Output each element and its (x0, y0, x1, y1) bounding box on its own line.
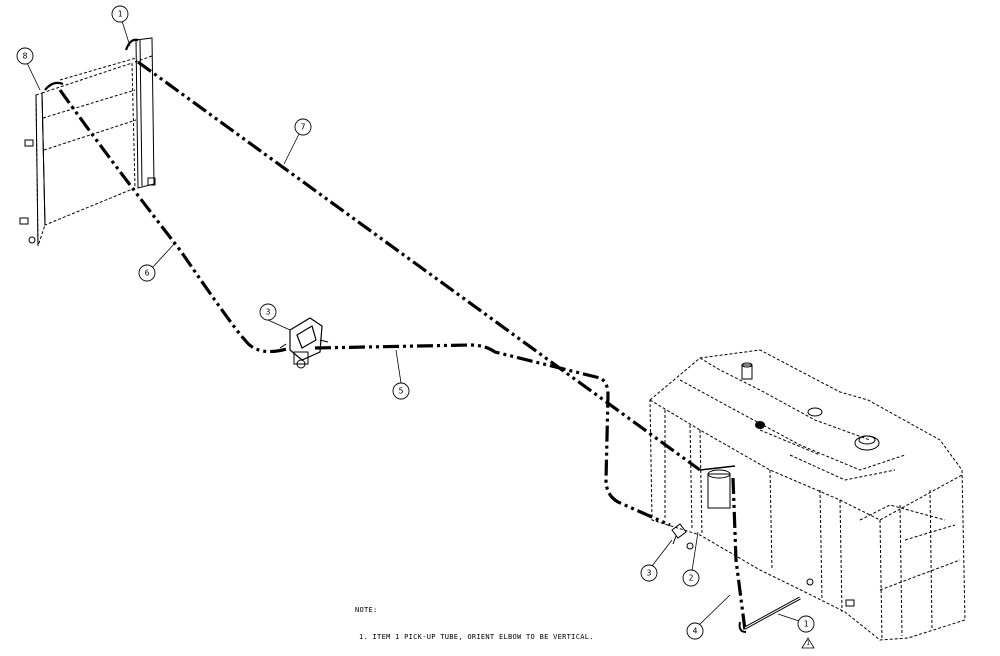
note-line-1: 1. ITEM 1 PICK-UP TUBE, ORIENT ELBOW TO … (359, 633, 594, 641)
svg-text:1: 1 (118, 10, 123, 19)
svg-text:3: 3 (647, 569, 652, 578)
drawing-note: NOTE: 1. ITEM 1 PICK-UP TUBE, ORIENT ELB… (355, 588, 594, 651)
tank-return-fitting (671, 523, 687, 545)
callout-hose-return: 7 (294, 118, 312, 136)
svg-text:6: 6 (145, 269, 150, 278)
svg-text:4: 4 (693, 627, 698, 636)
svg-text:3: 3 (266, 308, 271, 317)
svg-text:1: 1 (806, 640, 810, 647)
callout-filter-head: 3 (259, 303, 277, 321)
svg-text:5: 5 (399, 387, 404, 396)
callout-tank-fitting-port: 2 (682, 569, 700, 587)
radiator-frame (19, 37, 156, 247)
fuel-tank (649, 349, 966, 641)
callout-radiator-left-fitting: 8 (16, 47, 34, 65)
svg-text:2: 2 (689, 574, 694, 583)
svg-text:7: 7 (301, 123, 306, 132)
hose-radiator-to-filter (58, 89, 291, 354)
note-heading: NOTE: (355, 606, 378, 614)
callout-tank-fitting-elbow: 3 (640, 564, 658, 582)
callout-hose-filter-to-tank: 5 (392, 382, 410, 400)
callout-hose-radiator-to-filter: 6 (138, 264, 156, 282)
pickup-tube (738, 596, 801, 633)
callout-pickup-line: 4 (686, 622, 704, 640)
hose-radiator-to-tank-return (137, 60, 701, 472)
note-flag-icon: 1 (801, 637, 815, 649)
callout-radiator-top-fitting: 1 (111, 5, 129, 23)
hose-filter-to-tank (314, 343, 671, 527)
filter-head-assembly (279, 317, 329, 369)
pickup-line (731, 477, 747, 631)
callout-pickup-tube: 1 (797, 615, 815, 633)
svg-text:8: 8 (23, 52, 28, 61)
svg-text:1: 1 (804, 620, 809, 629)
